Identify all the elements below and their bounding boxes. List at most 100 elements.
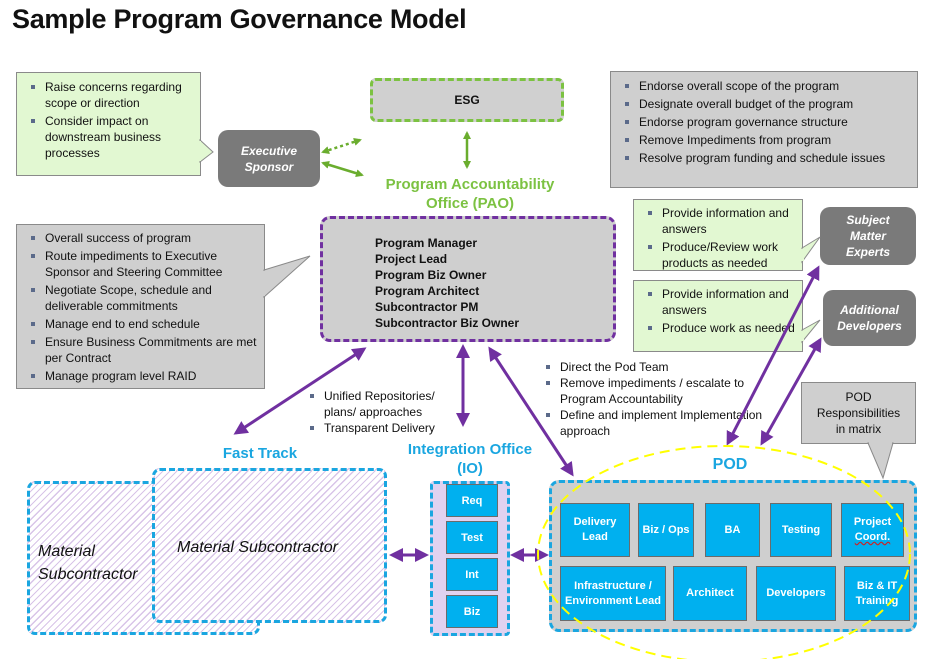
esg-label: ESG <box>454 93 480 107</box>
exec-sponsor-callout: Raise concerns regarding scope or direct… <box>16 72 201 176</box>
callout-bullet: Provide information and answers <box>638 205 798 237</box>
cell-line: Biz & IT <box>856 579 898 592</box>
pod-notes: Direct the Pod Team Remove impediments /… <box>536 359 786 441</box>
callout-bullet: Manage program level RAID <box>21 368 260 384</box>
note-bullet: Direct the Pod Team <box>536 359 786 375</box>
esg-box[interactable]: ESG <box>370 78 564 122</box>
executive-sponsor-label: Sponsor <box>244 159 294 174</box>
pod-cell-architect[interactable]: Architect <box>673 566 747 621</box>
sme-label: Subject <box>846 213 890 227</box>
pao-callout: Overall success of program Route impedim… <box>16 224 265 389</box>
pao-member: Program Biz Owner <box>375 268 487 282</box>
pao-member: Program Architect <box>375 284 480 298</box>
io-notes: Unified Repositories/ plans/ approaches … <box>300 388 460 438</box>
sme-callout-tail <box>801 236 821 264</box>
sme-callout: Provide information and answers Produce/… <box>633 199 803 271</box>
pao-heading-line: Program Accountability <box>385 176 555 193</box>
callout-bullet: Overall success of program <box>21 230 260 246</box>
pod-cell-infrastructure-lead[interactable]: Infrastructure / Environment Lead <box>560 566 666 621</box>
callout-line: Responsibilities <box>816 406 901 420</box>
subject-matter-experts-box[interactable]: Subject Matter Experts <box>820 207 916 265</box>
callout-bullet: Resolve program funding and schedule iss… <box>615 150 913 166</box>
material-subcontractor-label: Material <box>38 543 95 560</box>
pao-callout-tail <box>263 255 311 299</box>
sme-label: Experts <box>845 245 891 259</box>
esg-callout: Endorse overall scope of the program Des… <box>610 71 918 188</box>
callout-bullet: Endorse overall scope of the program <box>615 78 913 94</box>
callout-bullet: Ensure Business Commitments are met per … <box>21 334 260 366</box>
pod-cell-biz-ops[interactable]: Biz / Ops <box>638 503 694 557</box>
exec-esg-dotted-arrow <box>321 138 362 154</box>
callout-bullet: Manage end to end schedule <box>21 316 260 332</box>
callout-line: POD <box>845 390 872 404</box>
sme-label: Matter <box>849 229 886 243</box>
io-item-test[interactable]: Test <box>446 521 498 554</box>
cell-line: Biz / Ops <box>642 523 690 536</box>
additional-developers-label: Additional <box>840 303 899 317</box>
material-subcontractor-front[interactable]: Material Subcontractor <box>152 468 387 623</box>
callout-bullet: Remove Impediments from program <box>615 132 913 148</box>
pod-resp-callout-tail <box>867 442 894 480</box>
executive-sponsor-box[interactable]: Executive Sponsor <box>218 130 320 187</box>
material-subcontractor-label: Material Subcontractor <box>177 539 338 556</box>
cell-line: Architect <box>686 587 734 599</box>
pod-cell-developers[interactable]: Developers <box>756 566 836 621</box>
pod-cell-biz-it-training[interactable]: Biz & IT Training <box>844 566 910 621</box>
exec-callout-tail <box>199 138 214 164</box>
callout-bullet: Negotiate Scope, schedule and deliverabl… <box>21 282 260 314</box>
io-heading-line: (IO) <box>457 460 483 477</box>
callout-bullet: Produce/Review work products as needed <box>638 239 798 271</box>
material-subcontractor-label: Subcontractor <box>38 566 138 583</box>
additional-developers-box[interactable]: Additional Developers <box>823 290 916 346</box>
cell-line: Environment Lead <box>565 594 661 607</box>
pao-heading: Program Accountability Office (PAO) <box>360 175 580 213</box>
pao-member: Program Manager <box>375 236 478 250</box>
additional-developers-label: Developers <box>837 319 902 333</box>
cell-line: Delivery <box>573 516 617 528</box>
pao-member: Project Lead <box>375 252 448 266</box>
page-title: Sample Program Governance Model <box>12 4 467 34</box>
additional-developers-callout: Provide information and answers Produce … <box>633 280 803 352</box>
callout-bullet: Route impediments to Executive Sponsor a… <box>21 248 260 280</box>
exec-pao-arrow <box>321 160 364 178</box>
callout-bullet: Endorse program governance structure <box>615 114 913 130</box>
cell-line: BA <box>724 523 741 536</box>
io-item-int[interactable]: Int <box>446 558 498 591</box>
io-heading-line: Integration Office <box>407 441 533 458</box>
note-bullet: Transparent Delivery <box>300 420 460 436</box>
note-bullet: Unified Repositories/ plans/ approaches <box>300 388 460 420</box>
integration-office-box[interactable]: Req Test Int Biz <box>430 481 510 636</box>
pao-heading-line: Office (PAO) <box>425 195 515 212</box>
integration-office-heading: Integration Office (IO) <box>395 440 545 478</box>
callout-bullet: Provide information and answers <box>638 286 798 318</box>
cell-line: Project <box>853 516 892 528</box>
cell-line: Infrastructure / <box>574 579 652 592</box>
pod-cell-ba[interactable]: BA <box>705 503 760 557</box>
pod-label: POD <box>712 456 748 473</box>
cell-line: Testing <box>781 523 821 536</box>
cell-line: Training <box>855 594 899 607</box>
io-item-req[interactable]: Req <box>446 484 498 517</box>
fast-track-label: Fast Track <box>222 445 298 462</box>
cell-line: Lead <box>582 531 608 543</box>
pao-box[interactable]: Program Manager Project Lead Program Biz… <box>320 216 616 342</box>
executive-sponsor-label: Executive <box>240 143 298 158</box>
note-bullet: Remove impediments / escalate to Program… <box>536 375 786 407</box>
cell-line: Coord. <box>854 531 891 543</box>
callout-bullet: Produce work as needed <box>638 320 798 336</box>
callout-bullet: Designate overall budget of the program <box>615 96 913 112</box>
io-item-biz[interactable]: Biz <box>446 595 498 628</box>
callout-bullet: Raise concerns regarding scope or direct… <box>21 79 196 111</box>
pao-member: Subcontractor PM <box>375 300 479 314</box>
note-bullet: Define and implement Implementation appr… <box>536 407 786 439</box>
pod-cell-testing[interactable]: Testing <box>770 503 832 557</box>
callout-line: in matrix <box>835 422 882 436</box>
pao-members: Program Manager Project Lead Program Biz… <box>375 235 519 331</box>
callout-bullet: Consider impact on downstream business p… <box>21 113 196 161</box>
cell-line: Developers <box>766 587 826 599</box>
adddev-callout-tail <box>801 319 821 344</box>
pod-responsibilities-callout: POD Responsibilities in matrix <box>801 382 916 444</box>
